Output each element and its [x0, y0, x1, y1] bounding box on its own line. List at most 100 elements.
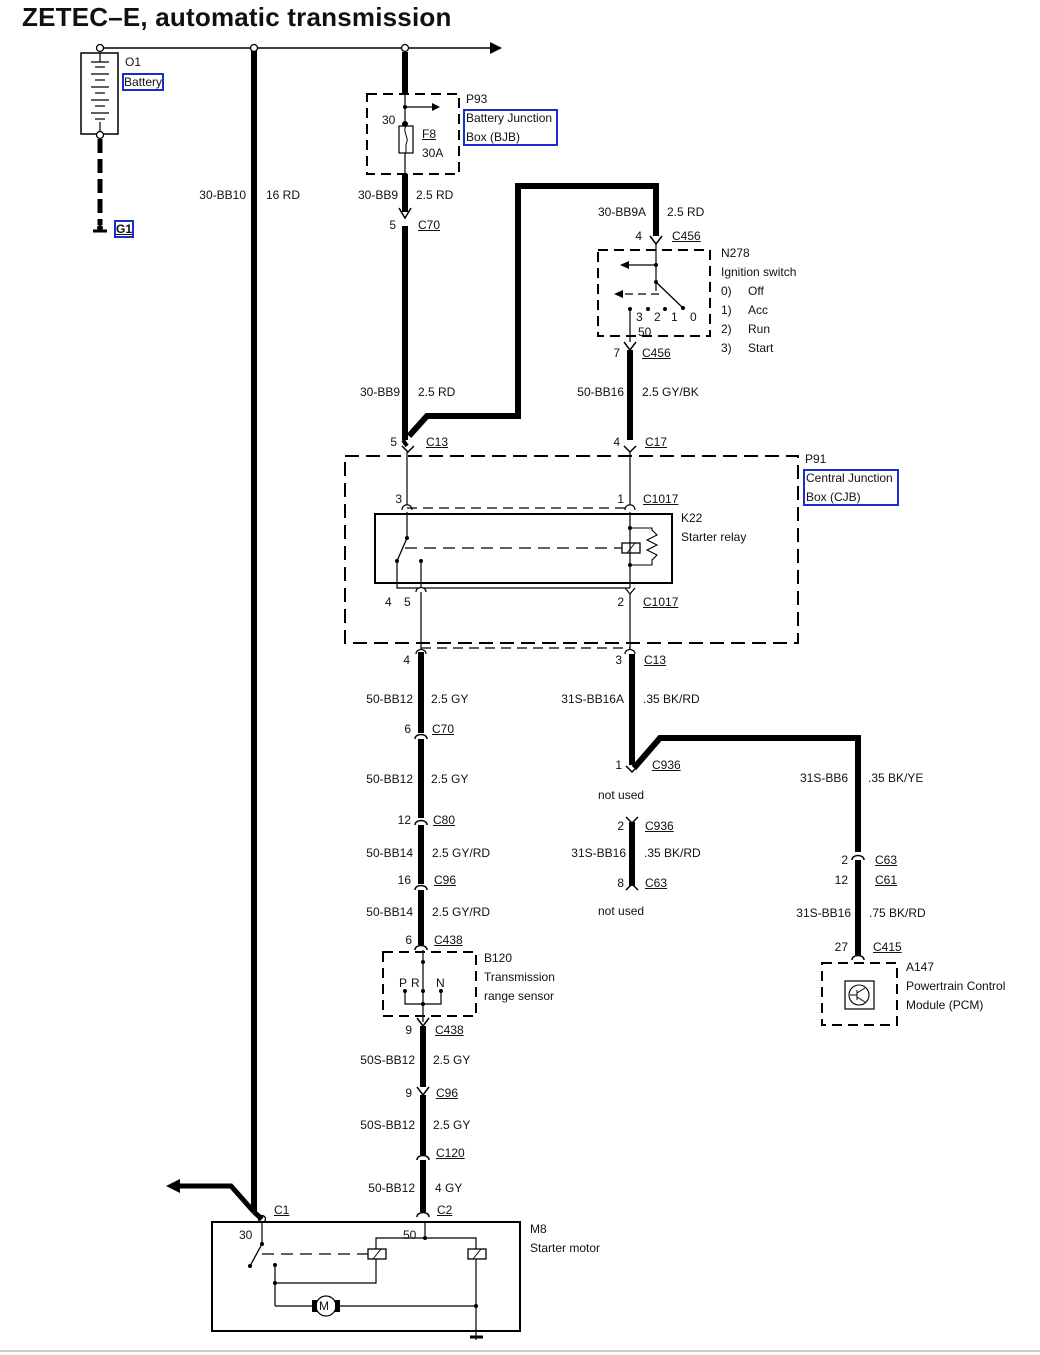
connector-pin: 2 [617, 595, 624, 609]
ign-pos-label: Acc [748, 303, 769, 317]
relay-id: K22 [681, 511, 703, 525]
connector-pin: 4 [403, 653, 410, 667]
wire-spec: 2.5 GY/RD [432, 846, 491, 860]
connector-name: C438 [434, 933, 463, 947]
connector-name: C61 [875, 873, 898, 887]
relay-label: Starter relay [681, 530, 747, 544]
connector-pin: 4 [613, 435, 620, 449]
starter-id: M8 [530, 1222, 547, 1236]
trs-label-line1: Transmission [484, 970, 555, 984]
ign-pos-label: Start [748, 341, 774, 355]
trs-pos: P [399, 976, 408, 990]
starter-motor-outline [211, 1221, 521, 1332]
ign-contact: 1 [671, 310, 678, 324]
not-used-note: not used [598, 904, 645, 918]
connector-name: C80 [433, 813, 456, 827]
ign-pos-label: Run [748, 322, 771, 336]
wire-spec: .75 BK/RD [869, 906, 926, 920]
battery-label[interactable]: Battery [121, 73, 165, 91]
ign-pos-label: Off [748, 284, 764, 298]
connector-name: C936 [645, 819, 674, 833]
ign-pin-50: 50 [638, 325, 652, 339]
ign-contact: 2 [654, 310, 661, 324]
ign-pos-num: 1) [721, 303, 732, 317]
wire-code: 50-BB12 [366, 772, 413, 786]
wire-code: 31S-BB6 [799, 771, 848, 785]
ignition-label: Ignition switch [721, 265, 797, 279]
ignition-switch-outline [597, 249, 711, 337]
wire-31s-bb6 [631, 735, 861, 852]
wire-code: 30-BB9A [597, 205, 646, 219]
connector-pin: 8 [617, 876, 624, 890]
wire-spec: .35 BK/YE [868, 771, 924, 785]
trs-id: B120 [484, 951, 513, 965]
connector-name: C96 [436, 1086, 459, 1100]
connector-pin: 3 [615, 653, 622, 667]
ign-pos-num: 3) [721, 341, 732, 355]
ground-g1-label[interactable]: G1 [113, 220, 135, 238]
wire-spec: 2.5 RD [418, 385, 456, 399]
fuse-rating: 30A [422, 146, 444, 160]
connector-pin: 1 [615, 758, 622, 772]
ign-contact: 0 [690, 310, 697, 324]
bjb-id: P93 [466, 92, 488, 106]
motor-m-label: M [319, 1299, 329, 1313]
cjb-label-line1: Central Junction [806, 471, 893, 485]
wire-code: 50-BB12 [368, 1181, 415, 1195]
connector-name: C96 [434, 873, 457, 887]
battery-cells [91, 53, 109, 134]
pcm-label-line1: Powertrain Control [906, 979, 1006, 993]
connector-name: C17 [645, 435, 668, 449]
connector-name: C1017 [643, 595, 679, 609]
ignition-id: N278 [721, 246, 750, 260]
connector-name: C63 [875, 853, 898, 867]
connector-pin: 1 [617, 492, 624, 506]
connector-pin: 16 [397, 873, 411, 887]
connector-pin: 6 [404, 722, 411, 736]
wire-spec: 2.5 GY [433, 1053, 471, 1067]
wire-code: 50-BB16 [577, 385, 624, 399]
trs-pos: N [436, 976, 445, 990]
wire-code: 50-BB14 [366, 905, 413, 919]
connector-pin: 2 [841, 853, 848, 867]
connector-pin: 12 [397, 813, 411, 827]
connector-pin: 9 [405, 1023, 412, 1037]
connector-pin: 3 [395, 492, 402, 506]
connector-name: C936 [652, 758, 681, 772]
connector-name: C438 [435, 1023, 464, 1037]
bjb-outline [366, 93, 460, 175]
ign-contact: 3 [636, 310, 643, 324]
connector-pin: 9 [405, 1086, 412, 1100]
ign-pos-num: 0) [721, 284, 732, 298]
cjb-label-box[interactable]: Central Junction Box (CJB) [803, 469, 899, 506]
wire-spec: 2.5 RD [416, 188, 454, 202]
diagram-title: ZETEC–E, automatic transmission [22, 2, 452, 32]
bjb-pin: 30 [382, 113, 396, 127]
wire-30-bb9a [406, 183, 659, 439]
connector-name: C415 [873, 940, 902, 954]
wire-code: 50-BB14 [366, 846, 413, 860]
wire-code: 50S-BB12 [360, 1118, 415, 1132]
starter-pin-30: 30 [239, 1228, 253, 1242]
wire-spec: .35 BK/RD [643, 692, 700, 706]
connector-name: C1 [274, 1203, 290, 1217]
wire-code: 31S-BB16 [571, 846, 626, 860]
connector-name: C13 [426, 435, 449, 449]
pcm-id: A147 [906, 960, 935, 974]
wire-code: 31S-BB16A [561, 692, 624, 706]
not-used-note: not used [598, 788, 645, 802]
wire-code: 30-BB9 [359, 385, 400, 399]
connector-name: C456 [672, 229, 701, 243]
starter-relay-outline [374, 513, 673, 584]
connector-name: C120 [436, 1146, 465, 1160]
starter-pin-50: 50 [403, 1228, 417, 1242]
transistor-symbol [844, 980, 875, 1010]
trs-pos: R [411, 976, 420, 990]
bjb-label-box[interactable]: Battery Junction Box (BJB) [463, 109, 558, 146]
wire-spec: 2.5 GY [431, 772, 469, 786]
wire-code: 30-BB9 [357, 188, 398, 202]
wire-spec: 2.5 GY/BK [642, 385, 699, 399]
pcm-label-line2: Module (PCM) [906, 998, 984, 1012]
relay-coil [621, 542, 641, 554]
connector-name: C63 [645, 876, 668, 890]
